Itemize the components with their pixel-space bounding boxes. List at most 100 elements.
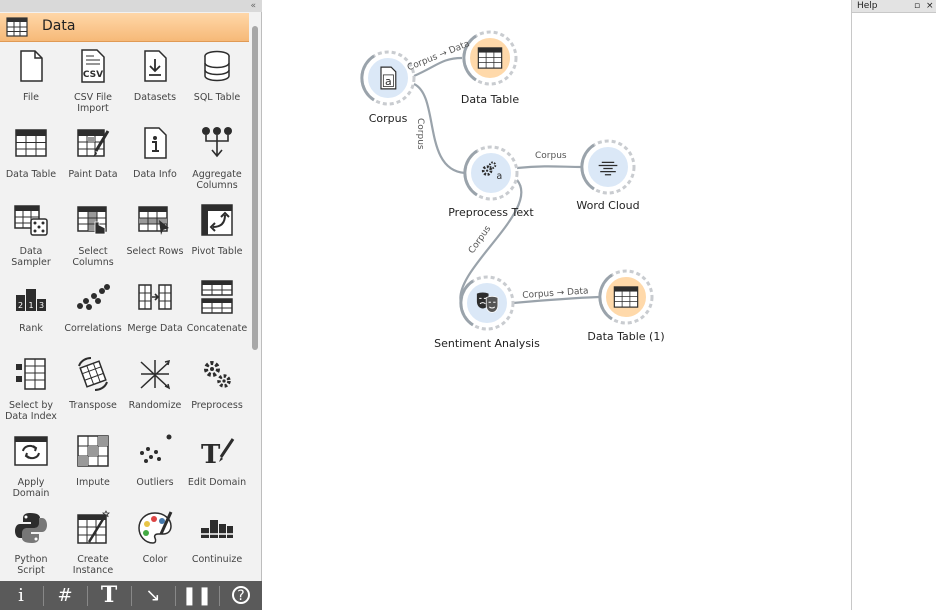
widget-preprocess[interactable]: Preprocess bbox=[186, 352, 248, 427]
node-label[interactable]: Corpus bbox=[368, 112, 408, 125]
widget-label: Transpose bbox=[69, 400, 117, 411]
widget-select-columns[interactable]: Select Columns bbox=[62, 198, 124, 273]
widget-data-sampler[interactable]: Data Sampler bbox=[0, 198, 62, 273]
widget-file[interactable]: File bbox=[0, 44, 62, 119]
widget-label: Select by Data Index bbox=[5, 400, 57, 422]
node-sentiment-analysis[interactable] bbox=[459, 275, 515, 331]
widget-datasets[interactable]: Datasets bbox=[124, 44, 186, 119]
node-label[interactable]: Data Table (1) bbox=[587, 330, 665, 343]
merge-data-icon bbox=[138, 284, 172, 310]
impute-icon bbox=[77, 435, 109, 467]
workflow-links-layer: aa bbox=[360, 30, 654, 331]
toolbox-bottom-bar: i # T ↘ ❚❚? bbox=[0, 581, 262, 610]
node-input-arc bbox=[580, 143, 595, 191]
toolbox-titlebar: « bbox=[0, 0, 262, 12]
widget-label: Select Rows bbox=[126, 246, 184, 257]
node-label[interactable]: Sentiment Analysis bbox=[434, 337, 540, 350]
close-help-button[interactable]: × bbox=[926, 1, 934, 11]
sentiment-analysis-icon bbox=[476, 292, 499, 313]
node-input-arc bbox=[360, 54, 375, 102]
concatenate-icon bbox=[201, 280, 233, 314]
widget-label: Color bbox=[142, 554, 168, 565]
widget-label: Randomize bbox=[128, 400, 182, 411]
toolbar-separator bbox=[175, 586, 176, 606]
widget-label: Merge Data bbox=[127, 323, 183, 334]
toolbox-scrollbar[interactable] bbox=[252, 26, 258, 350]
widget-label: Edit Domain bbox=[187, 477, 247, 488]
widget-merge-data[interactable]: Merge Data bbox=[124, 275, 186, 350]
toolbar-separator bbox=[87, 586, 88, 606]
widget-data-info[interactable]: Data Info bbox=[124, 121, 186, 196]
pause-icon[interactable]: ❚❚ bbox=[181, 585, 213, 606]
csv-file-icon: CSV bbox=[81, 49, 105, 83]
widget-color[interactable]: Color bbox=[124, 506, 186, 581]
node-label[interactable]: Word Cloud bbox=[576, 199, 640, 212]
widget-python-script[interactable]: Python Script bbox=[0, 506, 62, 581]
aggregate-columns-icon bbox=[202, 127, 232, 158]
workflow-link[interactable] bbox=[413, 56, 463, 78]
node-channel-ring bbox=[462, 30, 518, 86]
widget-select-rows[interactable]: Select Rows bbox=[124, 198, 186, 273]
workflow-link[interactable] bbox=[459, 179, 523, 304]
widget-correlations[interactable]: Correlations bbox=[62, 275, 124, 350]
svg-text:CSV: CSV bbox=[83, 70, 103, 80]
widget-label: Correlations bbox=[64, 323, 122, 334]
file-icon bbox=[20, 50, 43, 82]
widget-label: Rank bbox=[19, 323, 43, 334]
info-icon[interactable]: i bbox=[18, 585, 24, 606]
node-input-arc bbox=[463, 149, 478, 197]
widget-sql-table[interactable]: SQL Table bbox=[186, 44, 248, 119]
node-data-table[interactable] bbox=[462, 30, 518, 86]
widget-paint-data[interactable]: Paint Data bbox=[62, 121, 124, 196]
category-header-data[interactable]: Data bbox=[0, 13, 249, 42]
toolbar-separator bbox=[131, 586, 132, 606]
text-annotation-icon[interactable]: T bbox=[100, 582, 118, 608]
node-data-table-1[interactable] bbox=[598, 269, 654, 325]
node-channel-ring bbox=[463, 145, 519, 201]
widget-data-table[interactable]: Data Table bbox=[0, 121, 62, 196]
widget-select-by-data-index[interactable]: Select by Data Index bbox=[0, 352, 62, 427]
widget-label: Data Table bbox=[5, 169, 57, 180]
widget-transpose[interactable]: Transpose bbox=[62, 352, 124, 427]
widget-continuize[interactable]: Continuize bbox=[186, 506, 248, 581]
widget-label: Continuize bbox=[191, 554, 243, 565]
python-script-icon bbox=[15, 513, 47, 543]
randomize-icon bbox=[140, 359, 171, 390]
help-title: Help bbox=[857, 1, 878, 11]
widget-label: Datasets bbox=[133, 92, 177, 103]
node-label[interactable]: Preprocess Text bbox=[448, 206, 534, 219]
float-panel-button[interactable]: ▫ bbox=[914, 1, 921, 11]
table-icon bbox=[6, 17, 28, 37]
widget-randomize[interactable]: Randomize bbox=[124, 352, 186, 427]
node-corpus[interactable]: a bbox=[360, 50, 416, 106]
widget-concatenate[interactable]: Concatenate bbox=[186, 275, 248, 350]
widget-aggregate-columns[interactable]: Aggregate Columns bbox=[186, 121, 248, 196]
workflow-link[interactable] bbox=[516, 165, 583, 170]
workflow-link[interactable] bbox=[512, 295, 600, 305]
node-label[interactable]: Data Table bbox=[460, 93, 520, 106]
widget-pivot-table[interactable]: Pivot Table bbox=[186, 198, 248, 273]
arrow-annotation-icon[interactable]: ↘ bbox=[145, 585, 161, 606]
node-preprocess-text[interactable]: a bbox=[463, 145, 519, 201]
help-titlebar: Help ▫ × bbox=[852, 0, 936, 13]
grid-icon[interactable]: # bbox=[57, 585, 73, 606]
collapse-toolbox-button[interactable]: « bbox=[250, 1, 256, 11]
widget-create-instance[interactable]: Create Instance bbox=[62, 506, 124, 581]
node-channel-ring bbox=[459, 275, 515, 331]
svg-text:2: 2 bbox=[18, 301, 23, 310]
widget-label: File bbox=[23, 92, 39, 103]
widget-apply-domain[interactable]: Apply Domain bbox=[0, 429, 62, 504]
help-icon[interactable]: ? bbox=[232, 586, 250, 604]
workflow-link[interactable] bbox=[413, 83, 466, 175]
widget-label: Paint Data bbox=[68, 169, 118, 180]
toolbar-separator bbox=[219, 586, 220, 606]
widget-outliers[interactable]: Outliers bbox=[124, 429, 186, 504]
widget-impute[interactable]: Impute bbox=[62, 429, 124, 504]
node-word-cloud[interactable] bbox=[580, 139, 636, 195]
node-channel-ring bbox=[360, 50, 416, 106]
